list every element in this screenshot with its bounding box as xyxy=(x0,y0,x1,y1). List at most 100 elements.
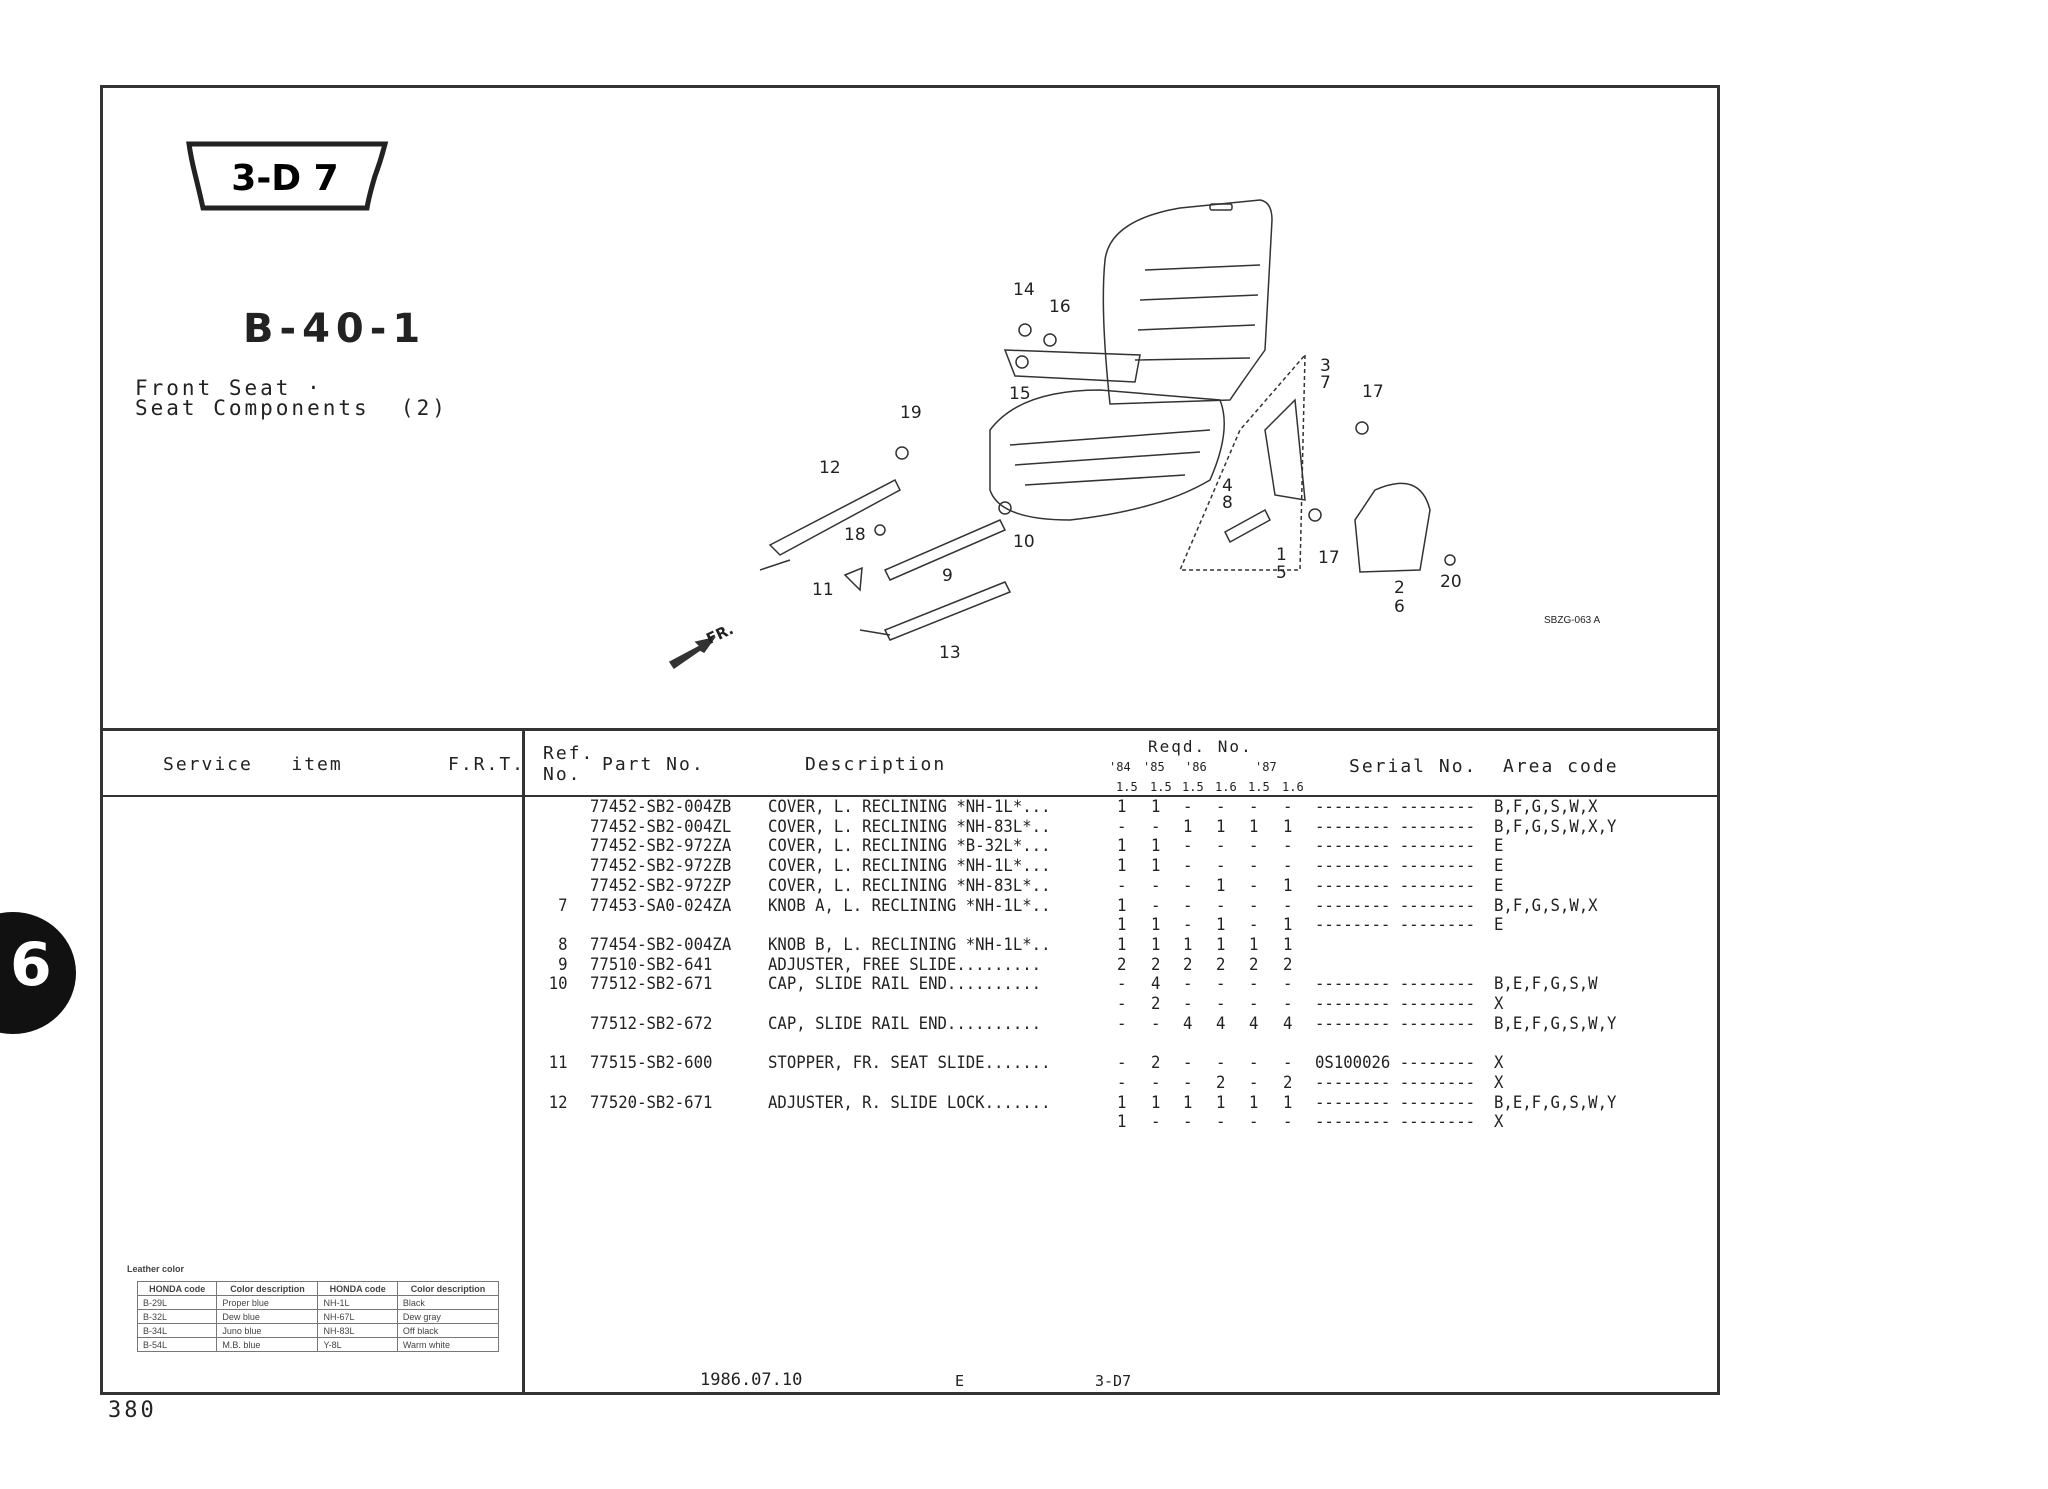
quantity: 2 xyxy=(1151,994,1161,1014)
quantity: 2 xyxy=(1249,954,1259,975)
leather-cell: M.B. blue xyxy=(216,1337,319,1352)
serial-number: -------- -------- xyxy=(1315,895,1476,916)
quantity: - xyxy=(1183,1072,1193,1093)
serial-number: -------- -------- xyxy=(1315,1112,1476,1133)
quantity: 1 xyxy=(1183,934,1193,955)
year-label: '86 xyxy=(1185,760,1207,774)
quantity: - xyxy=(1183,1112,1193,1133)
description: KNOB B, L. RECLINING *NH-1L*.. xyxy=(768,934,1051,955)
quantity: 1 xyxy=(1117,934,1127,955)
quantity: 2 xyxy=(1151,1053,1161,1074)
seat-back xyxy=(1102,199,1273,405)
ref-number: 7 xyxy=(558,895,568,916)
quantity: - xyxy=(1183,875,1193,896)
callout-number: 20 xyxy=(1440,572,1462,592)
callout-number: 7 xyxy=(1320,373,1331,393)
quantity: - xyxy=(1151,1013,1161,1034)
front-arrow-icon xyxy=(668,636,716,670)
quantity: - xyxy=(1216,856,1226,877)
quantity: - xyxy=(1117,1053,1127,1074)
area-code: X xyxy=(1494,1112,1504,1133)
quantity: 4 xyxy=(1249,1013,1259,1034)
area-code: B,E,F,G,S,W,Y xyxy=(1494,1092,1617,1113)
leather-cell: Y-8L xyxy=(317,1337,398,1352)
exploded-diagram xyxy=(668,199,1456,670)
header-description: Description xyxy=(805,754,947,775)
callout-number: 18 xyxy=(844,525,866,545)
serial-number: -------- -------- xyxy=(1315,994,1476,1014)
callout-number: 14 xyxy=(1013,280,1035,300)
engine-label: 1.5 xyxy=(1248,780,1270,794)
divider xyxy=(100,795,1720,797)
description: ADJUSTER, R. SLIDE LOCK....... xyxy=(768,1092,1051,1113)
footer-date: 1986.07.10 xyxy=(700,1370,803,1390)
quantity: - xyxy=(1117,994,1127,1014)
quantity: - xyxy=(1151,895,1161,916)
quantity: - xyxy=(1249,836,1259,857)
header-frt: F.R.T. xyxy=(448,754,526,775)
quantity: - xyxy=(1249,895,1259,916)
description: COVER, L. RECLINING *NH-1L*... xyxy=(768,797,1051,817)
serial-number: -------- -------- xyxy=(1315,797,1476,817)
quantity: - xyxy=(1283,836,1293,857)
ref-number: 10 xyxy=(548,974,568,995)
year-label: '84 xyxy=(1109,760,1131,774)
part-number: 77515-SB2-600 xyxy=(590,1053,713,1074)
callout-number: 6 xyxy=(1394,597,1405,617)
serial-number: -------- -------- xyxy=(1315,974,1476,995)
quantity: - xyxy=(1183,856,1193,877)
quantity: 1 xyxy=(1151,934,1161,955)
leather-title: Leather color xyxy=(127,1264,185,1274)
quantity: 1 xyxy=(1151,836,1161,857)
quantity: 1 xyxy=(1249,816,1259,837)
serial-number: -------- -------- xyxy=(1315,836,1476,857)
callout-number: 3 xyxy=(1320,356,1331,376)
quantity: 1 xyxy=(1117,915,1127,936)
quantity: 1 xyxy=(1283,934,1293,955)
quantity: - xyxy=(1249,1053,1259,1074)
callout-number: 15 xyxy=(1009,384,1031,404)
quantity: 1 xyxy=(1283,1092,1293,1113)
quantity: - xyxy=(1216,994,1226,1014)
engine-label: 1.5 xyxy=(1116,780,1138,794)
figure-code: SBZG-063 A xyxy=(1544,615,1601,626)
callout-number: 4 xyxy=(1222,476,1233,496)
quantity: - xyxy=(1117,816,1127,837)
year-label: '87 xyxy=(1255,760,1277,774)
engine-label: 1.6 xyxy=(1282,780,1304,794)
area-code: B,F,G,S,W,X xyxy=(1494,895,1598,916)
part-number: 77452-SB2-972ZA xyxy=(590,836,732,857)
quantity: - xyxy=(1183,836,1193,857)
callout-number: 8 xyxy=(1222,493,1233,513)
year-label: '85 xyxy=(1143,760,1165,774)
quantity: - xyxy=(1216,1112,1226,1133)
serial-number: -------- -------- xyxy=(1315,816,1476,837)
part-number: 77452-SB2-972ZP xyxy=(590,875,732,896)
serial-number: -------- -------- xyxy=(1315,1013,1476,1034)
section-tab-label: 6 xyxy=(10,930,52,1000)
leather-color-table: HONDA code Color description HONDA code … xyxy=(136,1281,500,1352)
section-tab[interactable]: 6 xyxy=(0,912,76,1034)
leather-cell: Juno blue xyxy=(216,1323,319,1338)
serial-number: 0S100026 -------- xyxy=(1315,1053,1476,1074)
area-code: X xyxy=(1494,1072,1504,1093)
leather-header: HONDA code xyxy=(136,1281,218,1296)
header-part-no: Part No. xyxy=(602,754,705,775)
area-code: X xyxy=(1494,994,1504,1014)
part-number: 77520-SB2-671 xyxy=(590,1092,713,1113)
quantity: 2 xyxy=(1183,954,1193,975)
quantity: 1 xyxy=(1183,1092,1193,1113)
ref-number: 12 xyxy=(548,1092,568,1113)
description: COVER, L. RECLINING *B-32L*... xyxy=(768,836,1051,857)
header-reqd-no: Reqd. No. xyxy=(1148,737,1253,756)
quantity: 1 xyxy=(1117,856,1127,877)
leather-cell: Dew gray xyxy=(396,1309,500,1324)
quantity: 1 xyxy=(1216,816,1226,837)
part-number: 77510-SB2-641 xyxy=(590,954,713,975)
quantity: - xyxy=(1183,1053,1193,1074)
quantity: 1 xyxy=(1283,915,1293,936)
quantity: 1 xyxy=(1117,1092,1127,1113)
leather-cell: NH-67L xyxy=(317,1309,398,1324)
quantity: 1 xyxy=(1283,875,1293,896)
fasteners xyxy=(843,323,1456,592)
